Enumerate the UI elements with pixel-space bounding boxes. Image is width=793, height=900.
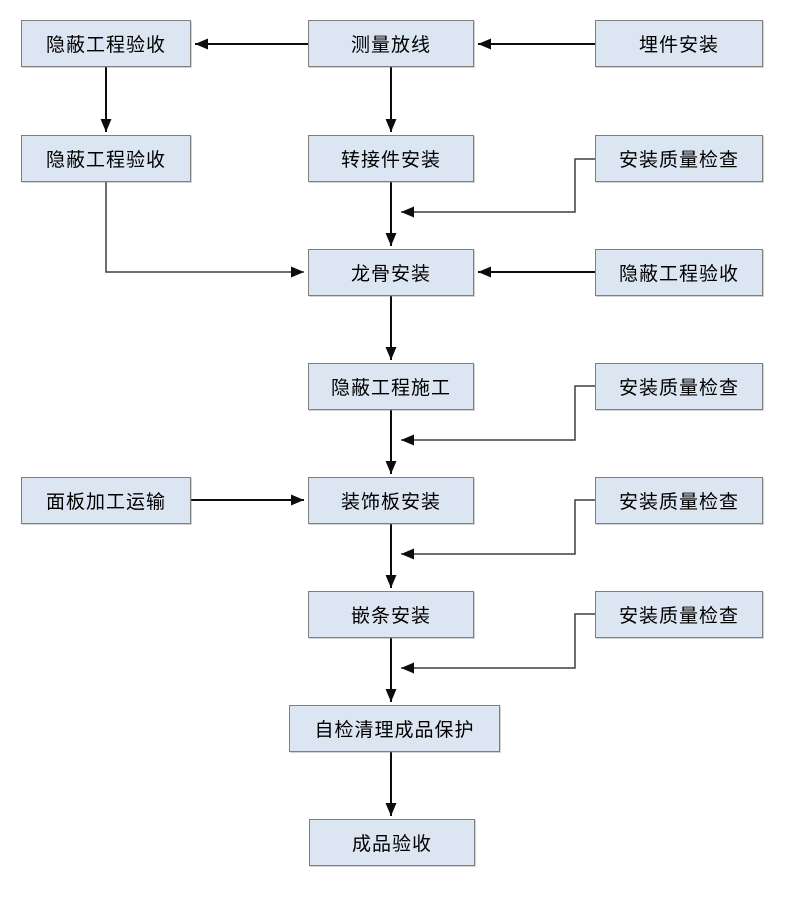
node-install-quality-check-1: 安装质量检查 [595,135,763,182]
node-install-quality-check-2: 安装质量检查 [595,363,763,410]
node-hidden-work-acceptance-left: 隐蔽工程验收 [21,135,191,182]
connector-hidden-acceptance-to-keel [105,182,304,278]
node-survey-setting-out: 测量放线 [308,20,474,67]
node-install-quality-check-4: 安装质量检查 [595,591,763,638]
node-adapter-install: 转接件安装 [308,135,474,182]
node-keel-install: 龙骨安装 [308,249,474,296]
node-embedded-parts-install: 埋件安装 [595,20,763,67]
node-hidden-work-acceptance-right: 隐蔽工程验收 [595,249,763,296]
connector-quality-check-4 [401,613,595,674]
node-self-check-cleanup-protection: 自检清理成品保护 [289,705,500,752]
connector-quality-check-3 [401,499,595,560]
node-decorative-panel-install: 装饰板安装 [308,477,474,524]
connector-quality-check-1 [401,158,595,218]
node-hidden-work-construction: 隐蔽工程施工 [308,363,474,410]
node-install-quality-check-3: 安装质量检查 [595,477,763,524]
node-finished-product-acceptance: 成品验收 [309,819,475,866]
node-hidden-work-acceptance-top: 隐蔽工程验收 [21,20,191,67]
node-inlay-strip-install: 嵌条安装 [308,591,474,638]
node-panel-processing-transport: 面板加工运输 [21,477,191,524]
connector-quality-check-2 [401,385,595,446]
